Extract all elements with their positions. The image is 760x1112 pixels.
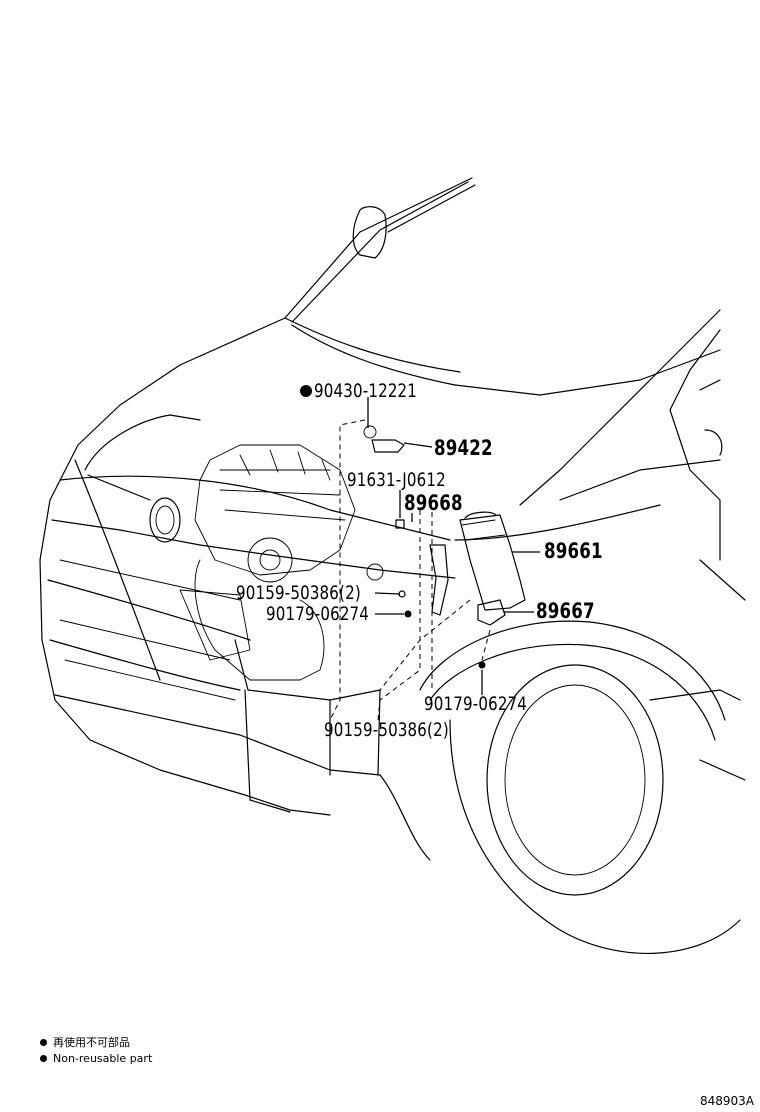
bullet-icon: [40, 1038, 47, 1046]
sensor-89422: [363, 425, 405, 453]
label-91631-J0612: 91631-J0612: [347, 469, 446, 491]
legend-row-japanese: 再使用不可部品: [40, 1034, 152, 1050]
nut-90179a: [404, 610, 412, 618]
non-reusable-marker: [300, 385, 312, 397]
bracket-89668: [429, 544, 449, 616]
legend-english-text: Non-reusable part: [53, 1051, 153, 1065]
nut-90179b: [478, 661, 486, 669]
ecu-module-89661: [459, 511, 526, 611]
bullet-icon: [40, 1054, 47, 1062]
illustration-id: 848903A: [699, 1094, 754, 1108]
label-90159-50386-lower: 90159-50386(2): [324, 719, 449, 741]
label-89661: 89661: [544, 539, 603, 563]
label-90430-12221: 90430-12221: [314, 380, 418, 402]
label-89667: 89667: [536, 599, 595, 623]
legend: 再使用不可部品 Non-reusable part: [40, 1034, 152, 1066]
dashed-locators: [329, 419, 491, 721]
label-89422: 89422: [434, 436, 493, 460]
label-90179-06274-left: 90179-06274: [266, 603, 370, 625]
legend-japanese-text: 再使用不可部品: [53, 1036, 130, 1049]
bolt-91631: [395, 519, 405, 529]
label-89668: 89668: [404, 491, 463, 515]
leader-lines: [367, 397, 540, 695]
car-body-outline: [39, 177, 746, 954]
bracket-89667: [477, 599, 506, 626]
label-90159-50386-upper: 90159-50386(2): [236, 582, 361, 604]
label-90179-06274-right: 90179-06274: [424, 693, 528, 715]
legend-row-english: Non-reusable part: [40, 1050, 152, 1066]
engine-assembly: [179, 444, 384, 681]
